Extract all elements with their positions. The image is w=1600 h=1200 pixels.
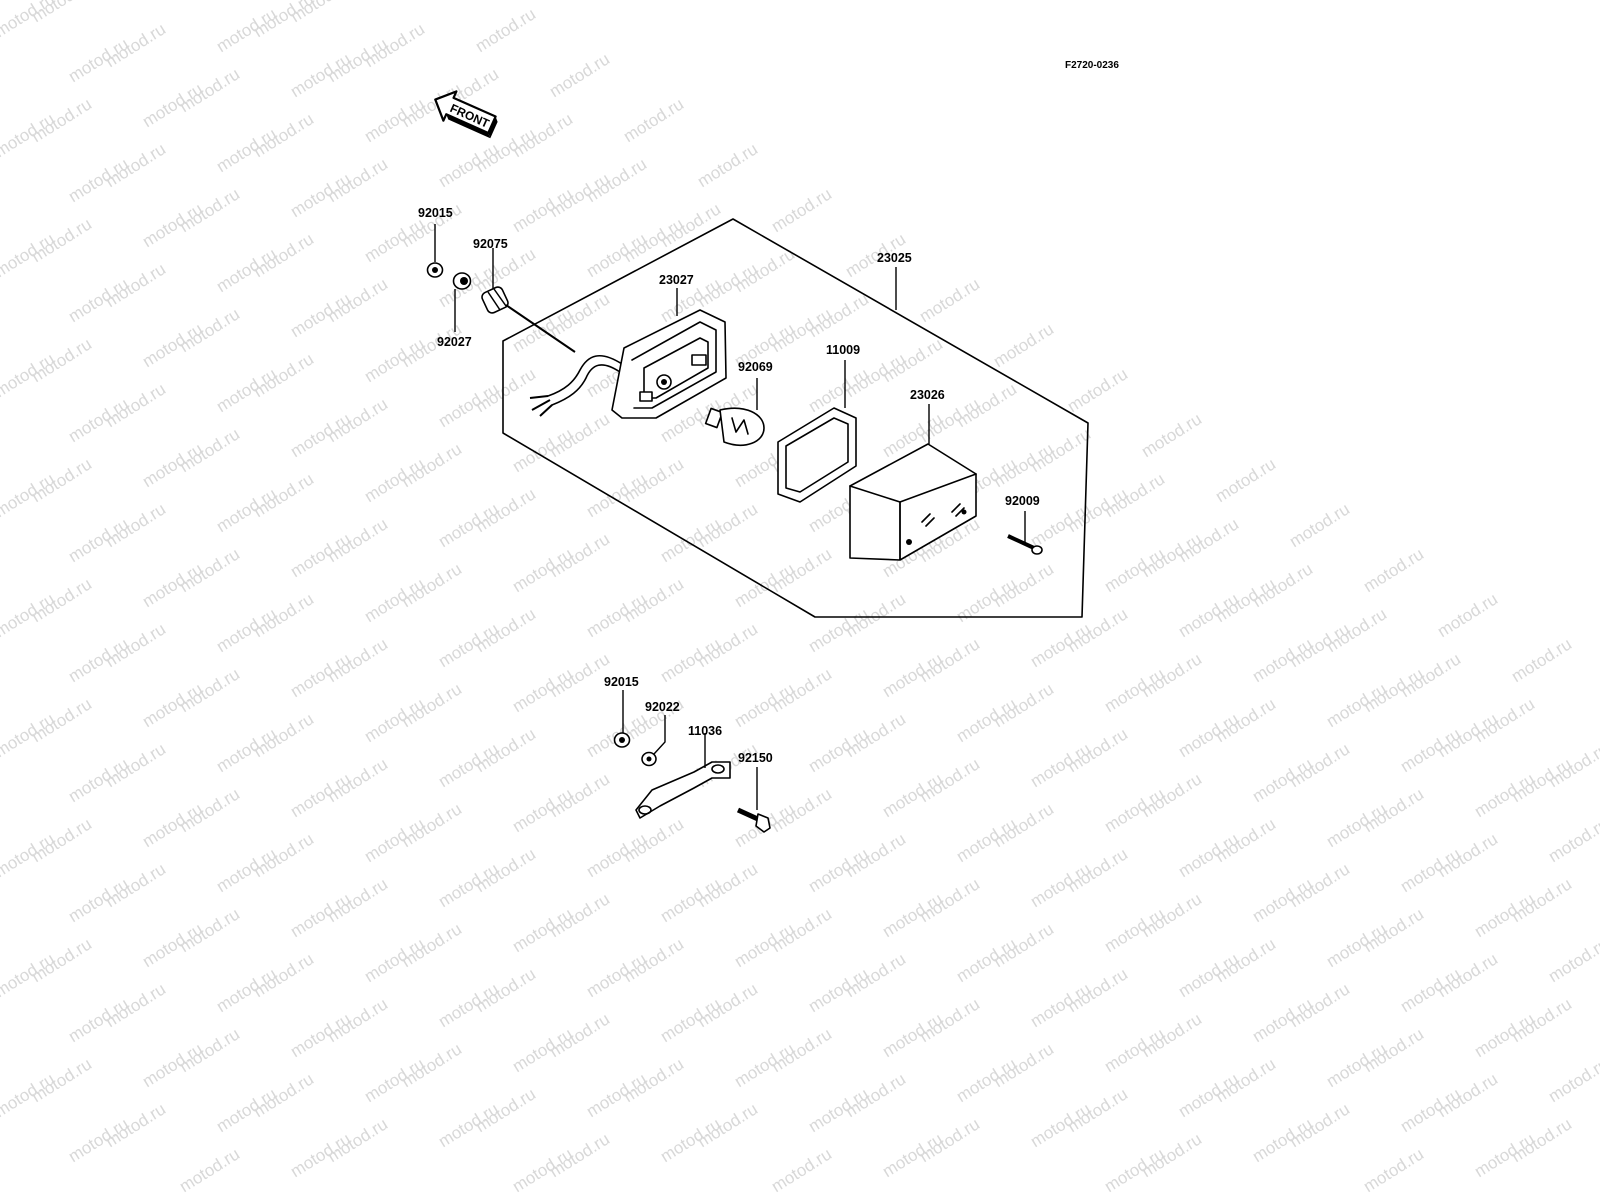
label-92075: 92075 <box>473 237 508 251</box>
label-11036: 11036 <box>688 724 722 738</box>
label-92027: 92027 <box>437 335 472 349</box>
gasket-11009 <box>777 360 857 503</box>
bolt-92150 <box>736 767 771 833</box>
label-92022: 92022 <box>645 700 680 714</box>
label-23025: 23025 <box>877 251 912 265</box>
grommet-92075 <box>481 248 576 353</box>
label-92069: 92069 <box>738 360 773 374</box>
diagram-code: F2720-0236 <box>1065 60 1119 71</box>
screw-92009 <box>1007 511 1043 555</box>
washer-92022 <box>641 715 666 767</box>
lens-23026 <box>849 404 977 561</box>
bracket-11036 <box>635 733 731 819</box>
label-23027: 23027 <box>659 273 694 287</box>
label-92009: 92009 <box>1005 494 1040 508</box>
label-23026: 23026 <box>910 388 945 402</box>
label-11009: 11009 <box>826 343 860 357</box>
washer-92027 <box>452 272 472 332</box>
bulb-92069 <box>704 378 765 446</box>
assembly-outline <box>502 218 1089 618</box>
nut-92015-lower <box>613 690 631 748</box>
label-92015-upper: 92015 <box>418 206 453 220</box>
label-92150: 92150 <box>738 751 773 765</box>
front-arrow-icon: FRONT <box>434 90 498 139</box>
label-92015-lower: 92015 <box>604 675 639 689</box>
nut-92015-upper <box>426 224 444 278</box>
lamp-base-23027 <box>529 288 727 419</box>
